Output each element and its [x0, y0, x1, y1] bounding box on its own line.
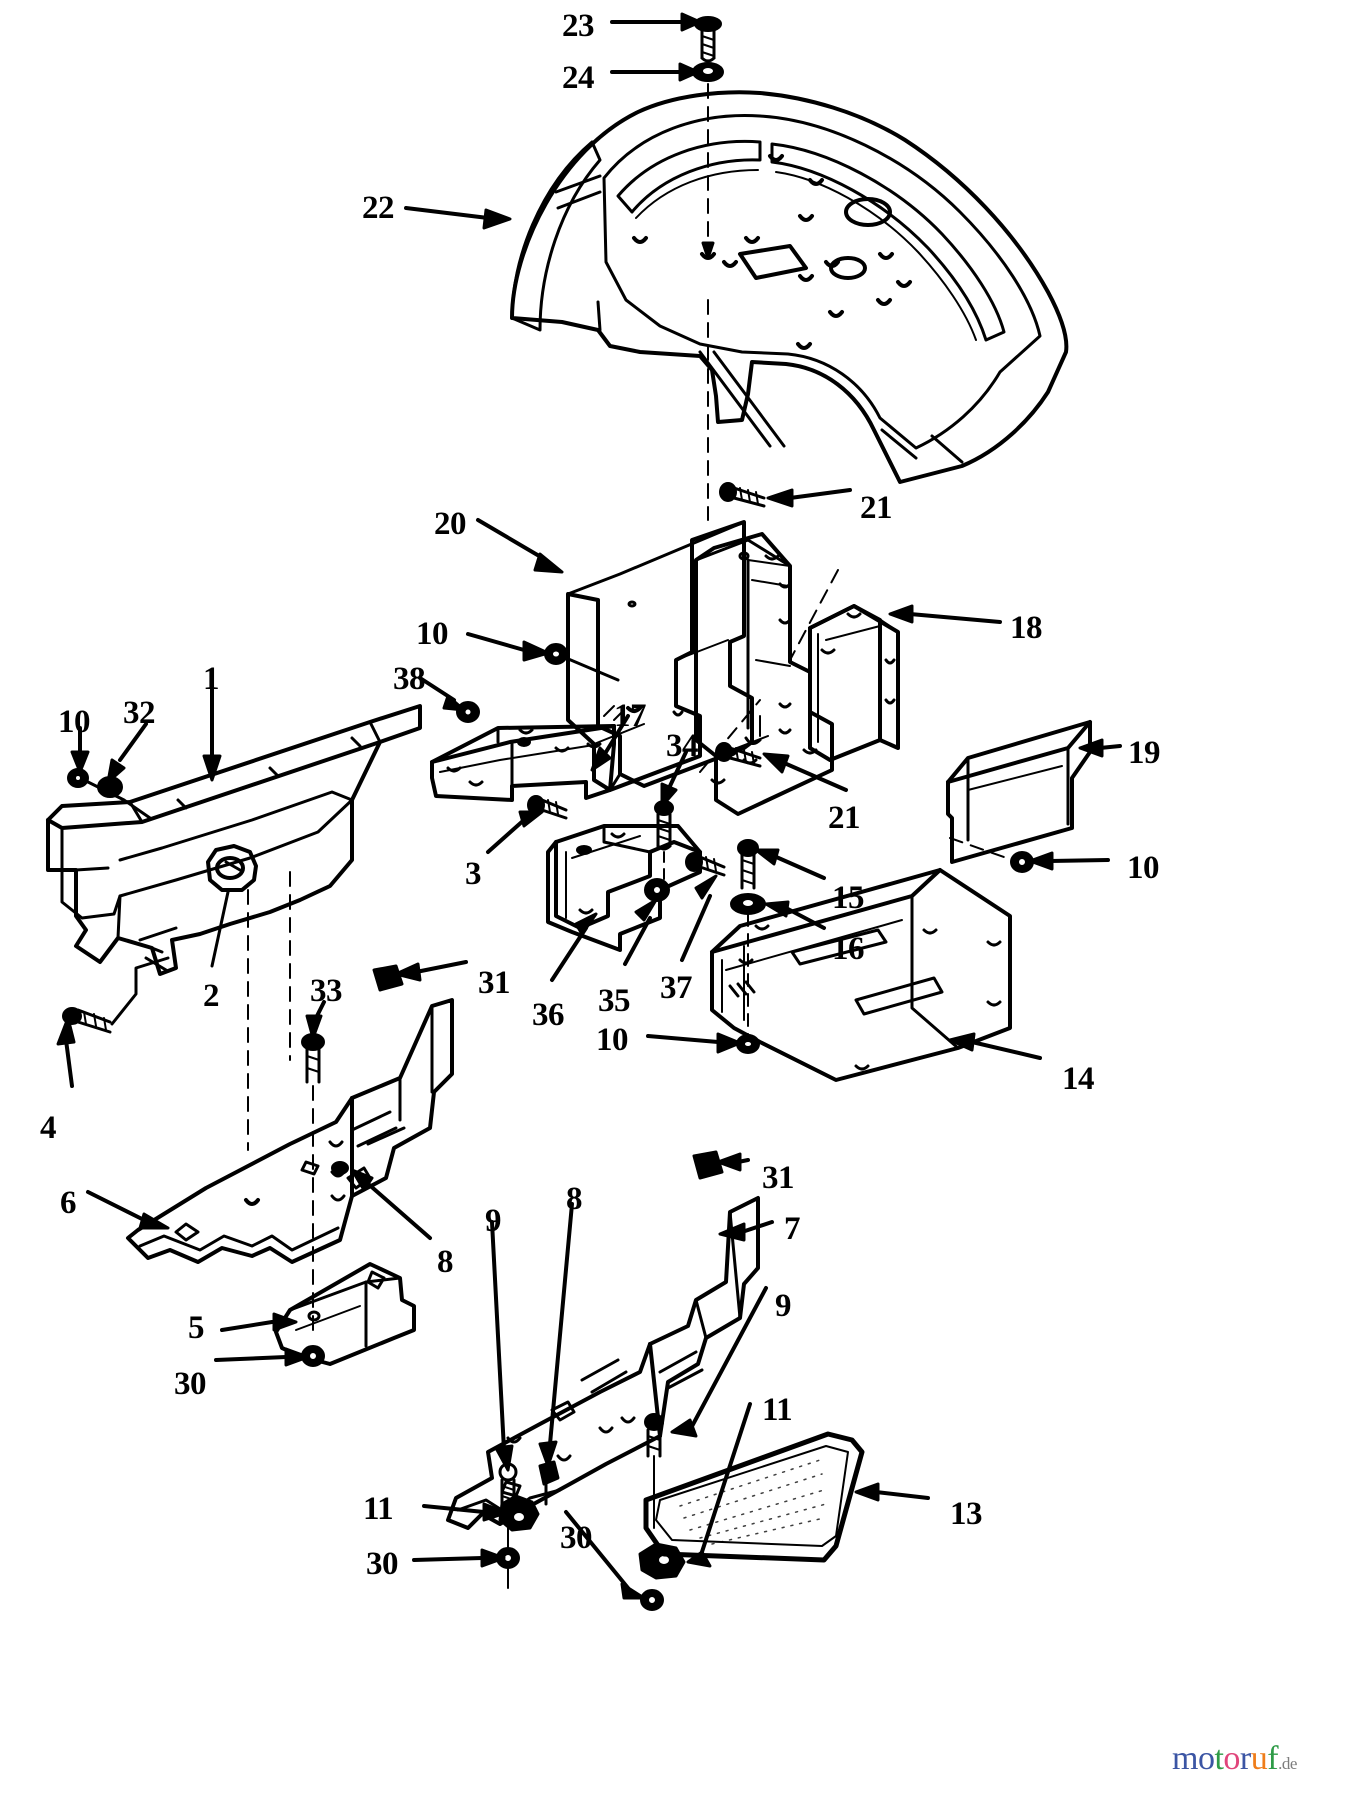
watermark-letter-r: r: [1239, 1740, 1251, 1777]
screw-15: [737, 839, 759, 890]
callout-32[interactable]: 32: [123, 695, 156, 731]
callout-9-b[interactable]: 9: [775, 1288, 792, 1324]
callout-13[interactable]: 13: [950, 1496, 983, 1532]
watermark-letter-t: t: [1214, 1740, 1224, 1777]
callout-38[interactable]: 38: [393, 661, 426, 697]
washer-24: [692, 62, 724, 82]
upright-bracket-main: [694, 532, 834, 816]
watermark-letter-o2: o: [1223, 1740, 1240, 1777]
callout-3[interactable]: 3: [465, 856, 482, 892]
callout-15[interactable]: 15: [832, 880, 865, 916]
callout-30-a[interactable]: 30: [174, 1366, 207, 1402]
nut-30-middle: [640, 1589, 664, 1611]
watermark-letter-o1: o: [1197, 1740, 1215, 1777]
brace-5: [274, 1262, 416, 1366]
callout-24[interactable]: 24: [562, 60, 595, 96]
cap-nut-31-left: [372, 964, 404, 992]
callout-22[interactable]: 22: [362, 190, 395, 226]
floor-mat-13: [643, 1431, 865, 1563]
callout-6[interactable]: 6: [60, 1185, 77, 1221]
knob-2: [206, 844, 258, 892]
callout-21-lower[interactable]: 21: [828, 800, 861, 836]
callout-10-c[interactable]: 10: [1127, 850, 1160, 886]
motoruf-watermark: motoruf.de: [1172, 1742, 1297, 1776]
callout-9-a[interactable]: 9: [485, 1203, 502, 1239]
callout-31-b[interactable]: 31: [762, 1160, 795, 1196]
callout-31-a[interactable]: 31: [478, 965, 511, 1001]
washer-16: [730, 893, 766, 915]
watermark-suffix: .de: [1278, 1754, 1297, 1773]
screw-21-lower: [715, 742, 762, 768]
screw-9-right: [644, 1413, 664, 1529]
callout-8-a[interactable]: 8: [566, 1181, 583, 1217]
hood-dash-panel-22: [510, 90, 1069, 484]
callout-30-b[interactable]: 30: [560, 1520, 593, 1556]
callout-20[interactable]: 20: [434, 506, 467, 542]
callout-30-c[interactable]: 30: [366, 1546, 399, 1582]
callout-11-b[interactable]: 11: [363, 1491, 394, 1527]
screw-8-left: [331, 1161, 349, 1175]
callout-34[interactable]: 34: [666, 728, 699, 764]
screw-37: [685, 852, 726, 877]
callout-10-b[interactable]: 10: [58, 704, 91, 740]
callout-16[interactable]: 16: [832, 931, 865, 967]
locknut-10-right: [1010, 851, 1034, 873]
callout-2[interactable]: 2: [203, 978, 220, 1014]
callout-23[interactable]: 23: [562, 8, 595, 44]
callout-4[interactable]: 4: [40, 1110, 57, 1146]
callout-21-upper[interactable]: 21: [860, 490, 893, 526]
callout-19[interactable]: 19: [1128, 735, 1161, 771]
callout-36[interactable]: 36: [532, 997, 565, 1033]
callout-11-a[interactable]: 11: [762, 1392, 793, 1428]
watermark-letter-m: m: [1172, 1740, 1198, 1777]
screw-21-upper: [719, 482, 766, 508]
screw-23: [694, 16, 722, 63]
callout-1[interactable]: 1: [203, 661, 220, 697]
locknut-10-bracket20: [544, 643, 568, 665]
left-fender-1: [46, 704, 422, 976]
bracket-36: [546, 824, 702, 952]
callout-10-a[interactable]: 10: [416, 616, 449, 652]
pin-33: [301, 1033, 325, 1084]
callout-7[interactable]: 7: [784, 1211, 801, 1247]
callout-17[interactable]: 17: [614, 698, 647, 734]
clip-11-bottom: [498, 1494, 540, 1532]
angle-bracket-17: [430, 724, 616, 802]
cap-nut-31-right: [692, 1150, 724, 1180]
watermark-letter-u: u: [1250, 1740, 1268, 1777]
callout-5[interactable]: 5: [188, 1310, 205, 1346]
callout-8-b[interactable]: 8: [437, 1244, 454, 1280]
plate-bracket-18: [808, 604, 900, 762]
callout-35[interactable]: 35: [598, 983, 631, 1019]
callout-33[interactable]: 33: [310, 973, 343, 1009]
locknut-10-left: [67, 768, 89, 788]
screw-3: [527, 795, 568, 820]
watermark-letter-f: f: [1267, 1740, 1279, 1777]
callout-14[interactable]: 14: [1062, 1061, 1095, 1097]
callout-10-d[interactable]: 10: [596, 1022, 629, 1058]
callout-37[interactable]: 37: [660, 970, 693, 1006]
channel-cover-19: [946, 720, 1092, 864]
callout-18[interactable]: 18: [1010, 610, 1043, 646]
nut-35: [644, 878, 670, 902]
